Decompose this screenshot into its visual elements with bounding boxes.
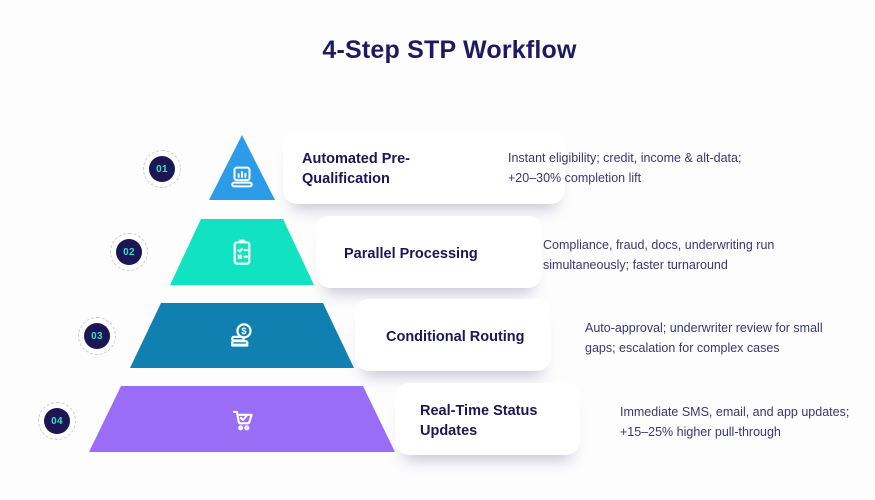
step-card-3 [355,299,551,371]
page-title: 4-Step STP Workflow [322,36,577,64]
step-number-1: 01 [149,156,175,182]
coins-dollar-icon: $ [230,323,252,347]
step-card-4 [395,383,580,455]
step-description-2-line-2: simultaneously; faster turnaround [543,258,728,272]
step-number-badge-3: 03 [78,317,116,355]
step-description-3-line-2: gaps; escalation for complex cases [585,341,780,355]
step-description-1-line-2: +20–30% completion lift [508,171,642,185]
step-number-badge-2: 02 [110,233,148,271]
step-number-4: 04 [44,408,70,434]
step-description-2: Compliance, fraud, docs, underwriting ru… [543,235,774,275]
laptop-analytics-icon [231,166,253,188]
step-description-3-line-1: Auto-approval; underwriter review for sm… [585,321,823,335]
step-title-3-line-1: Conditional Routing [386,329,525,345]
svg-text:$: $ [241,326,246,336]
step-number-badge-4: 04 [38,402,76,440]
checklist-icon [233,239,251,265]
cart-check-icon [232,410,253,431]
step-title-3: Conditional Routing [386,327,525,347]
pyramid-level-2 [170,219,314,285]
step-title-1: Automated Pre- Qualification [302,149,410,189]
step-description-1-line-1: Instant eligibility; credit, income & al… [508,151,742,165]
step-number-2: 02 [116,239,142,265]
step-title-1-line-1: Automated Pre- [302,151,410,167]
pyramid-level-3 [130,303,354,368]
step-title-4: Real-Time Status Updates [420,401,537,441]
step-card-2 [316,216,542,288]
step-title-2: Parallel Processing [344,244,478,264]
step-description-3: Auto-approval; underwriter review for sm… [585,318,823,358]
step-description-2-line-1: Compliance, fraud, docs, underwriting ru… [543,238,775,252]
step-title-1-line-2: Qualification [302,171,390,187]
step-description-1: Instant eligibility; credit, income & al… [508,148,741,188]
step-title-4-line-1: Real-Time Status [420,403,538,419]
step-number-3: 03 [84,323,110,349]
step-description-4: Immediate SMS, email, and app updates; +… [620,402,849,442]
step-title-4-line-2: Updates [420,423,478,439]
step-card-1 [283,132,565,204]
step-title-2-line-1: Parallel Processing [344,246,478,262]
step-description-4-line-1: Immediate SMS, email, and app updates; [620,405,850,419]
step-number-badge-1: 01 [143,150,181,188]
step-description-4-line-2: +15–25% higher pull-through [620,425,781,439]
